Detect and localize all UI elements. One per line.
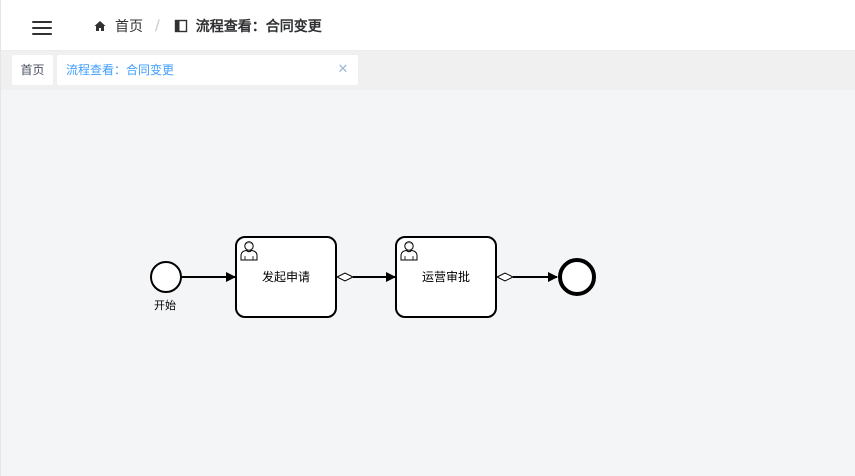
user-task-operations-approval-label: 运营审批 [422, 269, 470, 284]
bpmn-diagram: 开始 发起申请 [150, 236, 596, 318]
tag-active-label: 流程查看：合同变更 [66, 63, 175, 77]
home-icon [93, 19, 107, 33]
tag-home[interactable]: 首页 [12, 55, 53, 85]
tag-home-label: 首页 [20, 63, 45, 77]
start-event-label: 开始 [154, 298, 176, 312]
breadcrumb-separator: / [155, 18, 160, 34]
bpmn-canvas[interactable]: 开始 发起申请 [1, 90, 855, 476]
user-task-operations-approval[interactable]: 运营审批 [395, 236, 497, 318]
breadcrumb-item-home[interactable]: 首页 [93, 16, 143, 36]
document-panel-icon [174, 19, 188, 33]
start-event[interactable] [150, 261, 182, 293]
breadcrumb-home-label: 首页 [115, 19, 143, 35]
user-task-apply-label: 发起申请 [262, 269, 310, 284]
tags-view-bar: 首页 流程查看：合同变更 ✕ [1, 51, 855, 90]
hamburger-icon[interactable] [32, 19, 54, 35]
breadcrumb-current-label: 流程查看：合同变更 [195, 19, 322, 35]
close-icon[interactable]: ✕ [337, 62, 349, 77]
user-icon [240, 241, 258, 261]
top-navbar: 首页 / 流程查看：合同变更 [1, 0, 855, 51]
breadcrumb-item-current: 流程查看：合同变更 [174, 16, 322, 36]
breadcrumb: 首页 / 流程查看：合同变更 [93, 16, 322, 36]
user-task-apply[interactable]: 发起申请 [235, 236, 337, 318]
user-icon [400, 241, 418, 261]
end-event[interactable] [558, 258, 596, 296]
sequence-flow-task2-to-end[interactable] [495, 272, 558, 282]
tag-active[interactable]: 流程查看：合同变更 ✕ [57, 55, 358, 85]
sequence-flow-task1-to-task2[interactable] [335, 272, 396, 282]
